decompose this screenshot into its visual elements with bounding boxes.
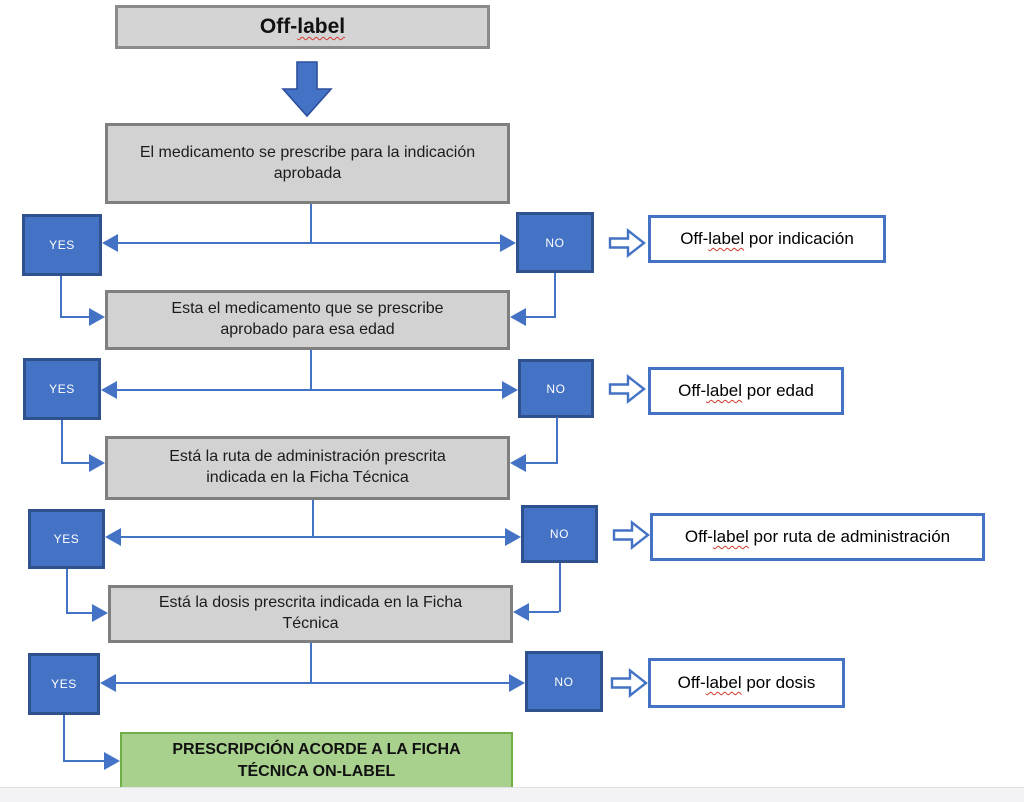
arrowhead-left-icon bbox=[101, 381, 117, 399]
result-box-age: Off-label por edad bbox=[648, 367, 844, 415]
elbow-v-line bbox=[60, 276, 62, 317]
hollow-arrow-right-icon bbox=[608, 374, 646, 404]
elbow-h-line bbox=[63, 760, 104, 762]
no-label: NO bbox=[549, 527, 570, 541]
question-box-dose: Está la dosis prescrita indicada en la F… bbox=[108, 585, 513, 643]
question-text: El medicamento se prescribe para la indi… bbox=[139, 143, 476, 182]
result-box-indication: Off-label por indicación bbox=[648, 215, 886, 263]
yes-label: YES bbox=[53, 532, 80, 546]
arrowhead-right-icon bbox=[89, 308, 105, 326]
connector-v-line bbox=[312, 500, 314, 537]
elbow-h-line bbox=[526, 462, 556, 464]
elbow-v-line bbox=[559, 563, 561, 612]
arrowhead-left-icon bbox=[513, 603, 529, 621]
final-outcome-box: PRESCRIPCIÓN ACORDE A LA FICHA TÉCNICA O… bbox=[120, 732, 513, 790]
no-label: NO bbox=[554, 674, 574, 689]
no-label: NO bbox=[545, 235, 565, 250]
no-box-2: NO bbox=[518, 359, 594, 418]
result-text: Off-label por indicación bbox=[680, 229, 854, 248]
elbow-v-line bbox=[554, 273, 556, 317]
title-box: Off-label bbox=[115, 5, 490, 49]
no-box-4: NO bbox=[525, 651, 603, 712]
connector-h-line bbox=[117, 389, 502, 391]
connector-v-line bbox=[310, 350, 312, 390]
result-text: Off-label por edad bbox=[678, 381, 814, 400]
arrowhead-left-icon bbox=[510, 454, 526, 472]
yes-label: YES bbox=[51, 677, 77, 691]
yes-box-2: YES bbox=[23, 358, 101, 420]
title-label: Off-label bbox=[259, 15, 346, 38]
yes-box-3: YES bbox=[28, 509, 105, 569]
result-text: Off-label por ruta de administración bbox=[684, 527, 951, 546]
down-arrow-icon bbox=[281, 61, 333, 118]
connector-h-line bbox=[118, 242, 502, 244]
final-outcome-label: PRESCRIPCIÓN ACORDE A LA FICHA TÉCNICA O… bbox=[172, 741, 461, 780]
hollow-arrow-right-icon bbox=[610, 668, 648, 698]
question-text: Está la dosis prescrita indicada en la F… bbox=[158, 594, 463, 632]
yes-label: YES bbox=[49, 382, 75, 396]
arrowhead-right-icon bbox=[505, 528, 521, 546]
elbow-h-line bbox=[524, 316, 556, 318]
result-box-dose: Off-label por dosis bbox=[648, 658, 845, 708]
yes-box-1: YES bbox=[22, 214, 102, 276]
question-text: Está la ruta de administración prescrita… bbox=[169, 448, 446, 486]
arrowhead-right-icon bbox=[500, 234, 516, 252]
result-text: Off-label por dosis bbox=[677, 673, 816, 692]
arrowhead-left-icon bbox=[510, 308, 526, 326]
hollow-arrow-right-icon bbox=[612, 520, 650, 550]
result-box-route: Off-label por ruta de administración bbox=[650, 513, 985, 561]
arrowhead-right-icon bbox=[502, 381, 518, 399]
question-box-route: Está la ruta de administración prescrita… bbox=[105, 436, 510, 500]
connector-v-line bbox=[310, 643, 312, 683]
elbow-h-line bbox=[529, 611, 559, 613]
hollow-arrow-right-icon bbox=[608, 228, 646, 258]
arrowhead-left-icon bbox=[102, 234, 118, 252]
question-box-age: Esta el medicamento que se prescribe apr… bbox=[105, 290, 510, 350]
connector-h-line bbox=[121, 536, 505, 538]
connector-v-line bbox=[310, 204, 312, 243]
elbow-h-line bbox=[60, 316, 91, 318]
arrowhead-right-icon bbox=[104, 752, 120, 770]
elbow-h-line bbox=[66, 612, 92, 614]
no-box-3: NO bbox=[521, 505, 598, 563]
arrowhead-right-icon bbox=[89, 454, 105, 472]
yes-label: YES bbox=[49, 238, 75, 252]
question-box-indication: El medicamento se prescribe para la indi… bbox=[105, 123, 510, 204]
yes-box-4: YES bbox=[28, 653, 100, 715]
arrowhead-right-icon bbox=[509, 674, 525, 692]
elbow-v-line bbox=[63, 715, 65, 761]
elbow-h-line bbox=[61, 462, 89, 464]
window-edge-strip bbox=[0, 787, 1024, 802]
no-label: NO bbox=[546, 381, 566, 396]
arrowhead-left-icon bbox=[100, 674, 116, 692]
elbow-v-line bbox=[556, 417, 558, 464]
arrowhead-left-icon bbox=[105, 528, 121, 546]
elbow-v-line bbox=[61, 420, 63, 463]
elbow-v-line bbox=[66, 569, 68, 613]
no-box-1: NO bbox=[516, 212, 594, 273]
question-text: Esta el medicamento que se prescribe apr… bbox=[171, 300, 444, 338]
arrowhead-right-icon bbox=[92, 604, 108, 622]
connector-h-line bbox=[116, 682, 509, 684]
